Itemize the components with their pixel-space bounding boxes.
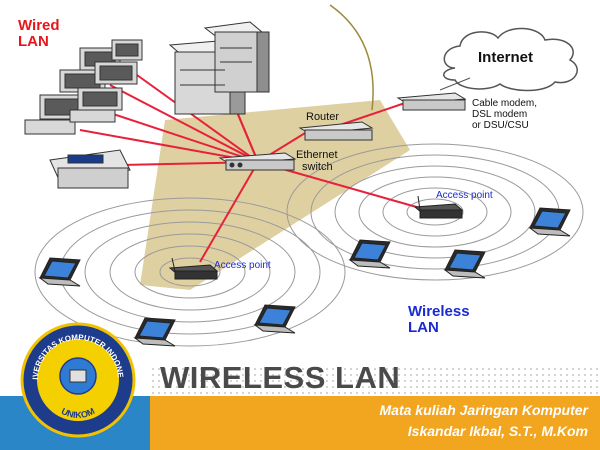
internet-cloud-icon: [443, 27, 578, 92]
svg-text:UNIKOM: UNIKOM: [60, 406, 97, 420]
wireless-signal-right: [286, 143, 584, 281]
ethernet-switch-icon: [218, 152, 297, 171]
access-point-label-left: Access point: [214, 260, 271, 271]
network-diagram: Wired LAN Router Ethernet s: [18, 4, 584, 347]
internet-link: [439, 77, 471, 91]
wired-lan-label-2: LAN: [18, 33, 49, 50]
wireless-signal-left: [34, 197, 346, 347]
modem-label-3: or DSU/CSU: [472, 120, 529, 131]
modem-label: Cable modem,: [472, 98, 537, 109]
title-pattern: [150, 366, 600, 396]
ethernet-switch-label-2: switch: [302, 161, 333, 173]
laptop-icon: [38, 207, 571, 347]
internet-label: Internet: [478, 49, 533, 66]
author-subtitle: Iskandar Ikbal, S.T., M.Kom: [407, 423, 588, 439]
access-point-label-right: Access point: [436, 190, 493, 201]
desktop-computer-icon: [24, 39, 143, 135]
server-icon: [168, 21, 270, 115]
router-icon: [298, 121, 374, 141]
wired-lan-label: Wired: [18, 17, 60, 34]
modem-label-2: DSL modem: [472, 109, 527, 120]
coverage-area: [140, 100, 410, 290]
access-point-icon: [168, 257, 219, 280]
footer-band-right: [150, 396, 600, 450]
signal-arc: [329, 4, 374, 111]
modem-icon: [396, 92, 467, 111]
access-point-icon: [413, 195, 464, 219]
router-label: Router: [306, 111, 339, 123]
page-title: WIRELESS LAN: [160, 360, 401, 395]
printer-icon: [49, 149, 131, 189]
wireless-lan-label-2: LAN: [408, 319, 439, 336]
university-logo: UNIVERSITAS KOMPUTER INDONESIA UNIKOM: [18, 320, 136, 438]
ethernet-switch-label: Ethernet: [296, 149, 338, 161]
wireless-lan-label: Wireless: [408, 303, 470, 320]
course-subtitle: Mata kuliah Jaringan Komputer: [379, 402, 588, 418]
